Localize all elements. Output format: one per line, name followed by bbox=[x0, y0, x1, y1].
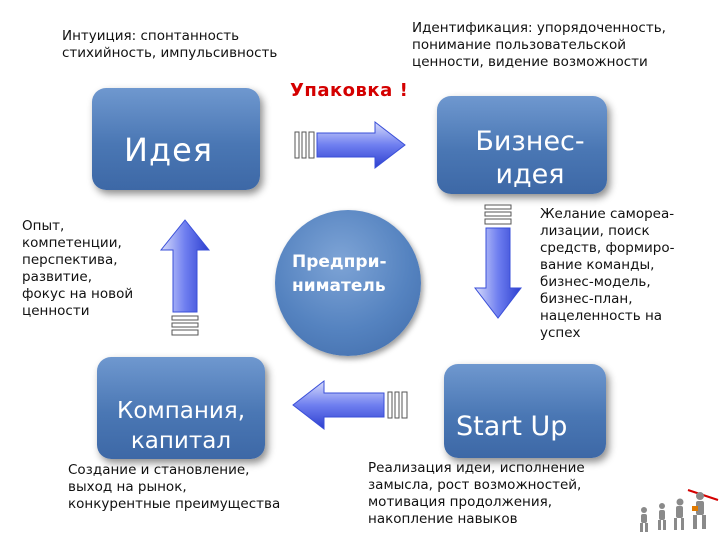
note-creation: Создание и становление, выход на рынок, … bbox=[68, 462, 281, 512]
note-desire: Желание самореа- лизации, поиск средств,… bbox=[540, 206, 675, 341]
box-business-idea: Бизнес- идея bbox=[437, 96, 607, 194]
box-idea-label: Идея bbox=[124, 131, 213, 169]
box-startup-label: Start Up bbox=[456, 411, 568, 442]
box-company: Компания, капитал bbox=[97, 357, 265, 459]
box-company-label: Компания, капитал bbox=[116, 398, 246, 454]
note-experience: Опыт, компетенции, перспектива, развитие… bbox=[22, 218, 134, 319]
runners-figure bbox=[640, 489, 719, 532]
packaging-label: Упаковка ! bbox=[290, 80, 409, 101]
box-idea: Идея bbox=[92, 88, 260, 190]
center-label: Предпри- ниматель bbox=[292, 252, 387, 296]
center-circle bbox=[275, 210, 421, 356]
box-business-idea-label: Бизнес- идея bbox=[475, 126, 585, 190]
note-realization: Реализация идеи, исполнение замысла, рос… bbox=[368, 460, 585, 527]
note-identification: Идентификация: упорядоченность, понимани… bbox=[412, 20, 666, 70]
note-intuition: Интуиция: спонтанность стихийность, импу… bbox=[62, 28, 278, 61]
box-startup: Start Up bbox=[444, 364, 606, 458]
